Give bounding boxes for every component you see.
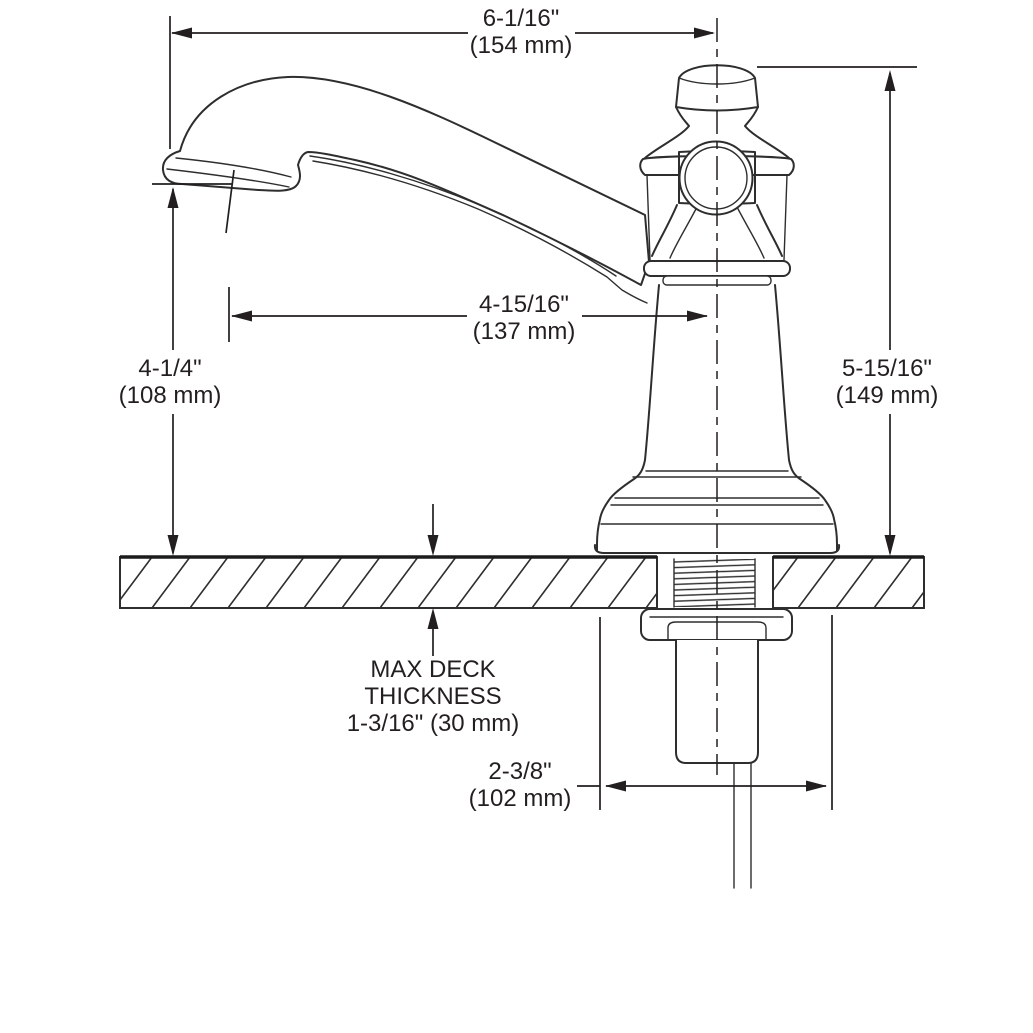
label-max-deck-l3: 1-3/16" (30 mm) bbox=[346, 710, 520, 737]
handle-neck-right bbox=[744, 106, 790, 159]
label-base-width: 2-3/8" (102 mm) bbox=[469, 758, 572, 812]
spout-lip-line-1 bbox=[175, 157, 292, 178]
body-left-profile bbox=[596, 284, 660, 552]
dim-base-width bbox=[577, 615, 833, 810]
spout-underside-line-2 bbox=[312, 160, 648, 304]
deck-cross-section bbox=[119, 555, 925, 609]
label-aerator-height-mm: (108 mm) bbox=[118, 382, 222, 409]
dim-spout-reach bbox=[225, 169, 708, 342]
label-max-deck-thickness: MAX DECK THICKNESS 1-3/16" (30 mm) bbox=[347, 656, 520, 737]
label-overall-height-in: 5-15/16" bbox=[842, 355, 932, 382]
label-spout-overhang: 6-1/16" (154 mm) bbox=[470, 5, 573, 59]
label-overall-height-mm: (149 mm) bbox=[835, 382, 939, 409]
deck-left-slab bbox=[119, 556, 658, 609]
handle-front-arm-circle bbox=[678, 140, 754, 216]
handle-skirt-outer bbox=[651, 204, 783, 257]
label-spout-overhang-in: 6-1/16" bbox=[482, 5, 560, 32]
label-spout-overhang-mm: (154 mm) bbox=[469, 32, 573, 59]
spout-silhouette bbox=[161, 75, 650, 286]
label-spout-reach-in: 4-15/16" bbox=[479, 291, 569, 318]
label-aerator-height-in: 4-1/4" bbox=[138, 355, 202, 382]
handle-neck-left bbox=[644, 106, 690, 159]
spout-lip-line-2 bbox=[166, 168, 290, 188]
spout-underside-line-1 bbox=[309, 155, 617, 277]
label-overall-height: 5-15/16" (149 mm) bbox=[836, 355, 939, 409]
body-right-profile bbox=[774, 284, 838, 552]
dim-spout-overhang bbox=[169, 16, 715, 149]
deck-right-slab bbox=[772, 556, 925, 609]
body-base-edge bbox=[593, 544, 841, 554]
label-max-deck-l1: MAX DECK bbox=[370, 656, 496, 683]
label-base-width-in: 2-3/8" bbox=[488, 758, 552, 785]
label-aerator-height: 4-1/4" (108 mm) bbox=[119, 355, 222, 409]
spout bbox=[161, 75, 650, 304]
label-spout-reach-mm: (137 mm) bbox=[472, 318, 576, 345]
supply-tube bbox=[733, 762, 752, 889]
label-max-deck-l2: THICKNESS bbox=[364, 683, 502, 710]
mounting-shank bbox=[640, 558, 793, 889]
label-spout-reach: 4-15/16" (137 mm) bbox=[473, 291, 576, 345]
dim-max-deck-thickness bbox=[427, 504, 439, 656]
label-base-width-mm: (102 mm) bbox=[468, 785, 572, 812]
dim-overall-height bbox=[757, 66, 917, 556]
dim-aerator-height bbox=[152, 183, 232, 556]
